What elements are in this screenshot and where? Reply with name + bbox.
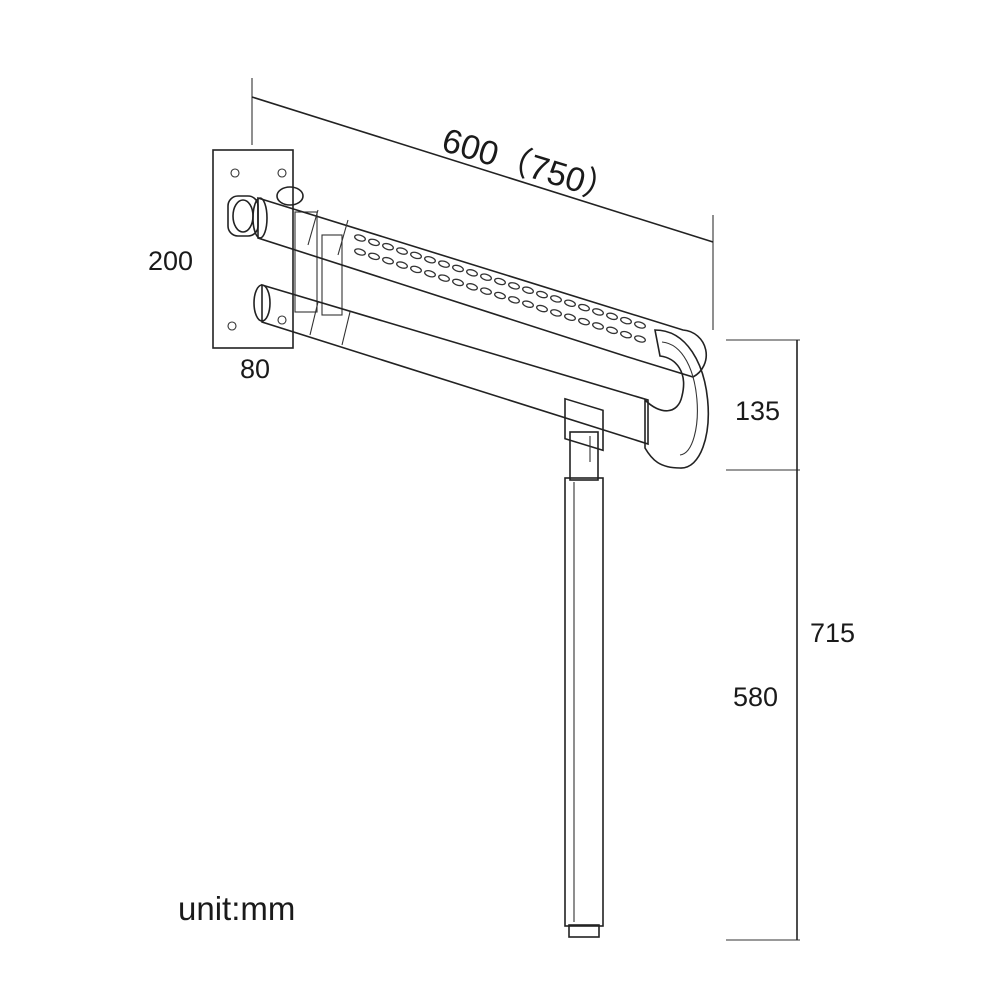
grip-dimple <box>564 299 576 308</box>
grip-dimple <box>382 242 394 251</box>
rail-gap-label: 135 <box>735 396 780 426</box>
grip-dimple <box>620 316 632 325</box>
grip-dimple <box>452 278 464 287</box>
grip-dimple <box>410 251 422 260</box>
grip-dimple <box>410 265 422 274</box>
grip-dimple <box>424 255 436 264</box>
grip-dimple <box>368 252 380 261</box>
wall-plate <box>212 149 294 349</box>
grip-dimple <box>536 290 548 299</box>
length-label: 600（750） <box>438 121 623 210</box>
grip-dimple <box>396 247 408 255</box>
grip-dimple <box>550 295 562 303</box>
grip-texture <box>354 234 646 343</box>
grip-dimple <box>606 326 618 335</box>
grip-dimple <box>424 269 436 278</box>
grip-dimple <box>522 300 534 308</box>
grip-dimple <box>578 303 590 312</box>
grip-dimple <box>466 269 478 277</box>
grip-dimple <box>536 304 548 313</box>
plate-width-label: 80 <box>240 354 270 384</box>
grip-dimple <box>592 322 604 330</box>
grip-dimple <box>354 248 366 256</box>
height-dimensions <box>726 339 800 941</box>
grip-dimple <box>466 283 478 291</box>
grip-dimple <box>634 335 646 343</box>
grip-dimple <box>452 264 464 273</box>
grip-dimple <box>480 273 492 281</box>
grip-dimple <box>368 238 380 247</box>
grip-dimple <box>438 260 450 268</box>
grip-dimple <box>550 309 562 317</box>
plate-height-label: 200 <box>148 246 193 276</box>
grip-dimple <box>592 308 604 316</box>
grip-dimple <box>396 261 408 269</box>
grip-dimple <box>606 312 618 321</box>
grip-dimple <box>508 282 520 290</box>
support-leg <box>564 431 604 938</box>
grip-dimple <box>508 296 520 304</box>
grip-dimple <box>564 313 576 322</box>
grip-dimple <box>480 287 492 295</box>
grip-dimple <box>382 256 394 265</box>
leg-length-label: 580 <box>733 682 778 712</box>
grip-dimple <box>620 330 632 339</box>
grip-dimple <box>494 291 506 300</box>
grip-dimple <box>494 277 506 286</box>
lower-rail <box>253 283 649 452</box>
total-height-label: 715 <box>810 618 855 648</box>
rail-u-bend <box>644 329 710 469</box>
unit-note: unit:mm <box>178 890 295 927</box>
grip-dimple <box>634 321 646 329</box>
grip-dimple <box>438 274 450 282</box>
grip-dimple <box>522 286 534 294</box>
grip-dimple <box>354 234 366 242</box>
grip-dimple <box>578 317 590 326</box>
